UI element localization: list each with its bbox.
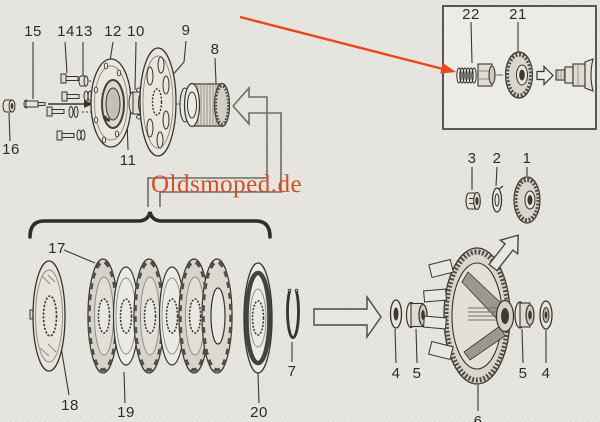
gear-21-drawing bbox=[504, 51, 534, 99]
adjuster-nut-drawing bbox=[477, 63, 503, 87]
callout-part-17: 17 bbox=[48, 240, 66, 257]
callout-part-1: 1 bbox=[522, 150, 532, 167]
end-plate-20-drawing bbox=[243, 262, 273, 374]
pin-15-drawing bbox=[23, 99, 93, 109]
nut-16-drawing bbox=[2, 99, 16, 113]
shaft-end-drawing bbox=[555, 58, 594, 92]
carrier-disc-9-drawing bbox=[139, 47, 177, 157]
spring-22-drawing bbox=[456, 67, 477, 84]
flow-pipe-connector bbox=[147, 85, 282, 207]
callout-part-10: 10 bbox=[127, 23, 145, 40]
red-pointer-arrow bbox=[239, 15, 456, 74]
flange-12-drawing bbox=[90, 58, 132, 148]
flow-arrow-right bbox=[313, 294, 382, 340]
callout-part-4-right: 4 bbox=[541, 365, 551, 382]
watermark: Oldsmoped.de bbox=[151, 171, 303, 198]
callout-part-19: 19 bbox=[117, 404, 135, 421]
sprocket-drum-8-drawing bbox=[179, 82, 231, 128]
callout-part-22: 22 bbox=[462, 6, 480, 23]
callout-part-13: 13 bbox=[75, 23, 93, 40]
nut-3-drawing bbox=[465, 191, 481, 211]
tabbed-plate-drawing bbox=[201, 258, 233, 374]
callout-part-9: 9 bbox=[181, 22, 191, 39]
inset-box bbox=[442, 5, 597, 130]
callout-part-11: 11 bbox=[119, 152, 137, 169]
callout-part-12: 12 bbox=[104, 23, 122, 40]
callout-part-21: 21 bbox=[509, 6, 527, 23]
callout-part-5-left: 5 bbox=[412, 365, 422, 382]
steel-plate-drawing bbox=[112, 266, 140, 366]
flow-arrow-up-right bbox=[488, 234, 519, 272]
washer-4-drawing bbox=[389, 299, 403, 329]
clutch-pack-brace bbox=[28, 211, 272, 239]
pressure-plate-18-drawing bbox=[29, 260, 66, 372]
circlip-7-drawing bbox=[286, 288, 300, 339]
hub-assembly-drawing bbox=[2, 40, 231, 157]
bushing-5-drawing bbox=[514, 301, 535, 329]
inset-arrow-icon bbox=[536, 65, 554, 86]
callout-part-2: 2 bbox=[492, 150, 502, 167]
clutch-plate-pack-drawing bbox=[29, 249, 300, 404]
callout-part-16: 16 bbox=[2, 141, 20, 158]
callout-part-15: 15 bbox=[24, 23, 42, 40]
bushing-5-drawing bbox=[405, 301, 428, 329]
pinion-gear-1-drawing bbox=[513, 176, 541, 224]
clutch-basket-group-drawing bbox=[389, 166, 553, 411]
callout-part-20: 20 bbox=[250, 404, 268, 421]
callout-part-7: 7 bbox=[287, 363, 297, 380]
bolt-nut-pairs-drawing bbox=[46, 73, 102, 141]
callout-part-14: 14 bbox=[57, 23, 75, 40]
callout-part-3: 3 bbox=[467, 150, 477, 167]
callout-part-18: 18 bbox=[61, 397, 79, 414]
callout-part-8: 8 bbox=[210, 41, 220, 58]
callout-part-6: 6 bbox=[473, 413, 483, 422]
washer-4-drawing bbox=[539, 300, 553, 330]
lock-washer-2-drawing bbox=[491, 185, 504, 213]
clutch-basket-6-drawing bbox=[422, 247, 515, 385]
callout-part-4-left: 4 bbox=[391, 365, 401, 382]
steel-plate-drawing bbox=[158, 266, 186, 366]
callout-part-5-right: 5 bbox=[518, 365, 528, 382]
